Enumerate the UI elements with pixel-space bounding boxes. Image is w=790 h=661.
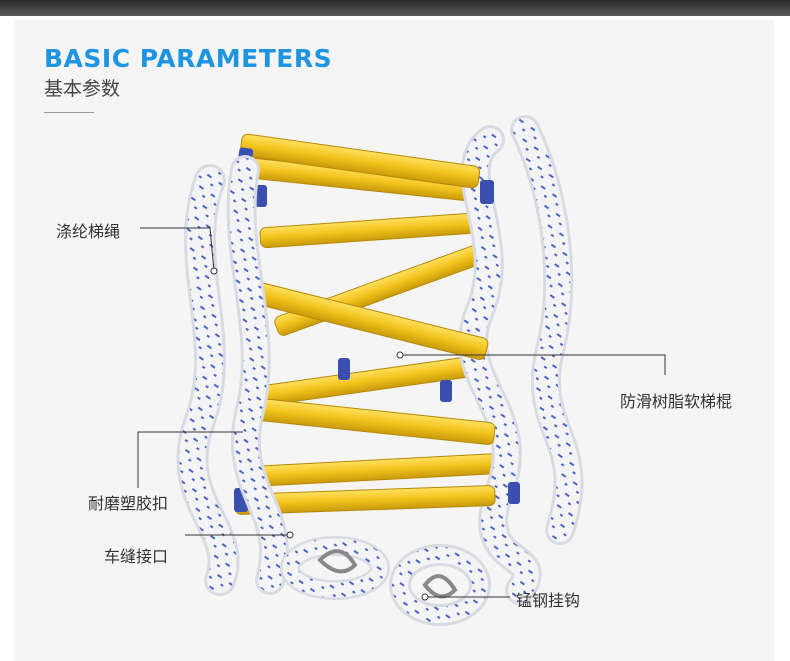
section-title: BASIC PARAMETERS bbox=[44, 44, 333, 73]
callout-sewn-joint: 车缝接口 bbox=[104, 547, 169, 566]
rope-ladder-photo bbox=[176, 115, 584, 626]
section-subtitle: 基本参数 bbox=[44, 78, 121, 100]
rungs-front bbox=[234, 133, 496, 515]
heading-divider bbox=[44, 112, 94, 113]
content-panel bbox=[14, 20, 774, 661]
rope-right bbox=[458, 115, 584, 605]
callout-polyester-rope: 涤纶梯绳 bbox=[56, 222, 121, 241]
callout-steel-hook: 锰钢挂钩 bbox=[516, 591, 581, 610]
rope-end-loops bbox=[280, 536, 491, 626]
callout-rubber-buckle: 耐磨塑胶扣 bbox=[88, 494, 169, 513]
callout-antislip-rung: 防滑树脂软梯棍 bbox=[620, 392, 733, 411]
top-bar bbox=[0, 0, 790, 16]
